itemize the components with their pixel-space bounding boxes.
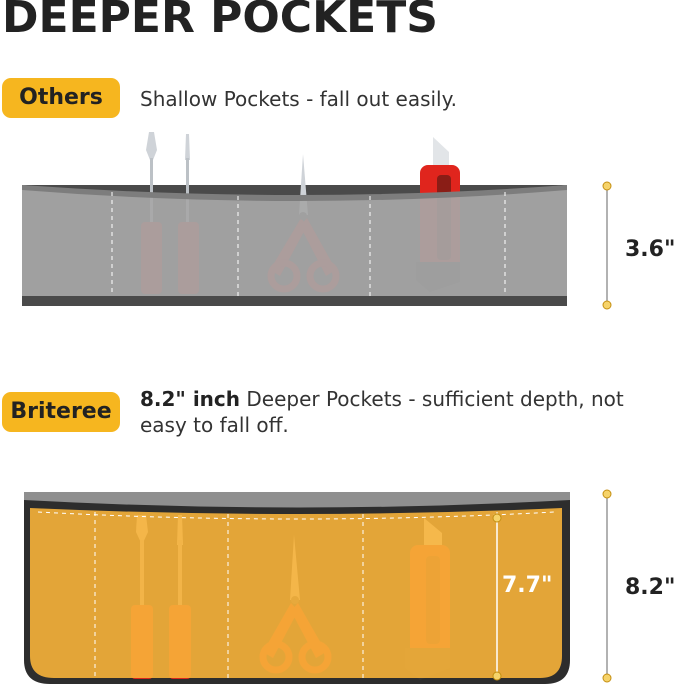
inner-depth-measure (492, 513, 502, 681)
page-title: DEEPER POCKETS (2, 0, 438, 43)
deep-pocket-illustration (24, 489, 612, 684)
others-description: Shallow Pockets - fall out easily. (140, 87, 457, 111)
briteree-badge: Briteree (2, 392, 120, 432)
deep-pocket-trim (24, 492, 570, 508)
shallow-depth-label: 3.6" (625, 237, 676, 262)
briteree-description-bold: 8.2" inch (140, 387, 240, 411)
deep-depth-label: 8.2" (625, 575, 676, 600)
inner-depth-label: 7.7" (502, 573, 553, 598)
shallow-pocket-stitches (111, 192, 506, 296)
shallow-pocket-illustration (22, 132, 612, 310)
shallow-pocket-front (22, 185, 567, 296)
briteree-description: 8.2" inch Deeper Pockets - sufficient de… (140, 386, 670, 438)
deep-pocket-front (30, 508, 562, 678)
others-badge: Others (2, 78, 120, 118)
deep-depth-measure (602, 489, 612, 683)
shallow-depth-measure (602, 181, 612, 310)
briteree-description-rest: Deeper Pockets - sufficient depth, not e… (140, 387, 624, 437)
shallow-pocket-trim (22, 185, 567, 201)
